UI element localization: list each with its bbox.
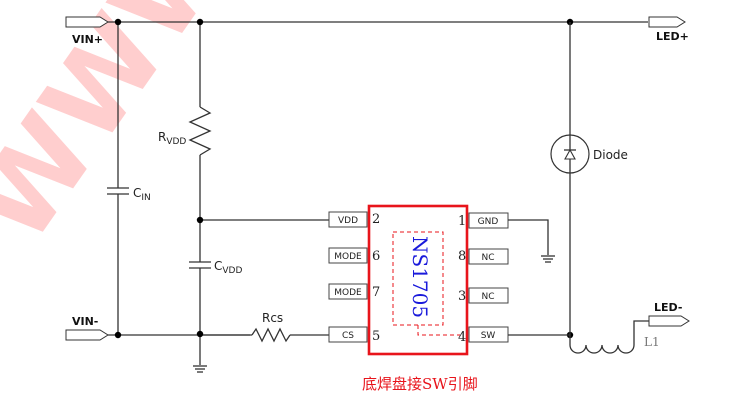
rvdd-label: RVDD	[158, 130, 186, 147]
svg-text:2: 2	[372, 212, 380, 227]
svg-text:GND: GND	[478, 217, 499, 227]
svg-text:3: 3	[458, 289, 466, 304]
junction-dot	[114, 331, 122, 339]
vin-minus-label: VIN-	[72, 315, 98, 328]
cvdd-label: CVDD	[214, 259, 242, 276]
svg-text:NC: NC	[481, 292, 494, 302]
led-minus-port: LED-	[648, 301, 690, 327]
pin-sw: SW 4	[458, 326, 509, 345]
svg-text:8: 8	[458, 249, 466, 264]
svg-text:MODE: MODE	[334, 252, 362, 262]
cin-capacitor	[107, 187, 129, 195]
svg-text:1: 1	[458, 214, 466, 229]
pin-gnd: GND 1	[458, 212, 509, 229]
rcs-resistor	[251, 327, 291, 343]
chip-right-pins: GND 1 NC 8 NC 3 SW 4	[458, 212, 509, 345]
led-plus-port: LED+	[648, 16, 689, 43]
svg-text:MODE: MODE	[334, 288, 362, 298]
cin-label: CIN	[133, 186, 151, 203]
inductor-l1	[569, 320, 649, 354]
svg-text:7: 7	[372, 285, 380, 300]
diode-symbol	[550, 134, 590, 174]
pin-cs: CS 5	[328, 326, 380, 344]
junction-dot	[196, 216, 204, 224]
vin-plus-port: VIN+	[65, 16, 109, 46]
junction-dot	[196, 18, 204, 26]
caption: 底焊盘接SW引脚	[362, 375, 478, 393]
pin-nc-8: NC 8	[458, 248, 509, 265]
svg-text:SW: SW	[481, 331, 496, 341]
gnd-wire	[508, 219, 549, 255]
cvdd-capacitor	[189, 261, 211, 269]
chip-body	[367, 204, 469, 356]
vin-plus-label: VIN+	[72, 33, 103, 46]
inductor-label: L1	[644, 335, 660, 349]
svg-text:CS: CS	[342, 331, 354, 341]
svg-text:NC: NC	[481, 253, 494, 263]
svg-text:VDD: VDD	[338, 216, 358, 226]
svg-text:5: 5	[372, 329, 380, 344]
led-minus-label: LED-	[654, 301, 682, 314]
vin-minus-port: VIN-	[65, 315, 109, 341]
pin-mode-6: MODE 6	[328, 247, 380, 264]
pin-mode-7: MODE 7	[328, 283, 380, 300]
chip-ns1705: NS1705	[367, 204, 469, 356]
thermal-pad	[392, 231, 444, 326]
chip-left-pins: VDD 2 MODE 6 MODE 7 CS 5	[328, 211, 380, 344]
pin-vdd: VDD 2	[328, 211, 380, 228]
rvdd-resistor	[188, 106, 212, 156]
led-plus-label: LED+	[656, 30, 689, 43]
pin-nc-3: NC 3	[458, 287, 509, 304]
ground-symbol-right	[541, 255, 555, 263]
chip-name: NS1705	[408, 236, 432, 318]
thermal-pad-link	[417, 325, 460, 336]
junction-dot	[114, 18, 122, 26]
svg-text:4: 4	[458, 330, 466, 345]
ground-symbol-left	[193, 365, 207, 373]
junction-dot	[196, 330, 204, 338]
rcs-label: Rcs	[262, 311, 283, 325]
diode-label: Diode	[593, 148, 628, 162]
svg-text:6: 6	[372, 249, 380, 264]
